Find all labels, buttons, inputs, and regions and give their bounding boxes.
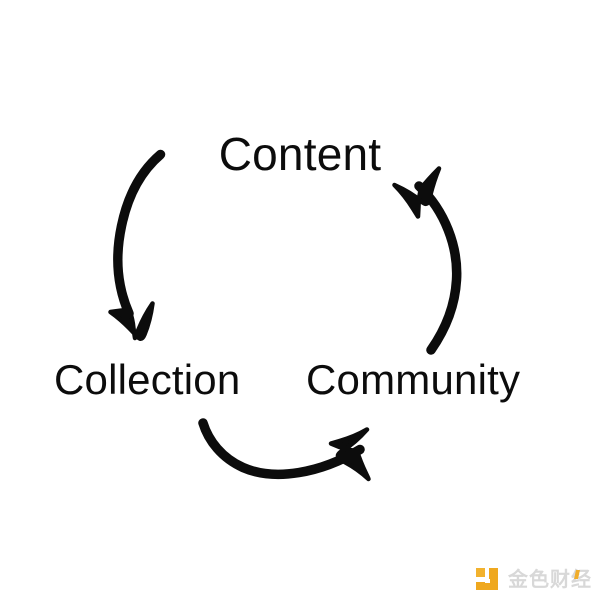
jinse-logo-icon [476,567,501,592]
logo-foot [476,581,489,590]
logo-square-top [476,567,485,577]
node-label-content: Content [218,128,382,180]
watermark-text: 金色财经 [508,569,592,589]
watermark: 金色财经 [476,564,592,594]
node-label-collection: Collection [54,356,241,403]
watermark-label: 金色财经 [508,567,592,591]
logo-bar-right [489,567,498,590]
arrow-community-to-content [392,166,462,355]
node-label-community: Community [306,356,521,403]
arrow-collection-to-community [198,418,371,482]
logo-notch [485,578,490,583]
arrow-content-to-collection [108,149,166,341]
